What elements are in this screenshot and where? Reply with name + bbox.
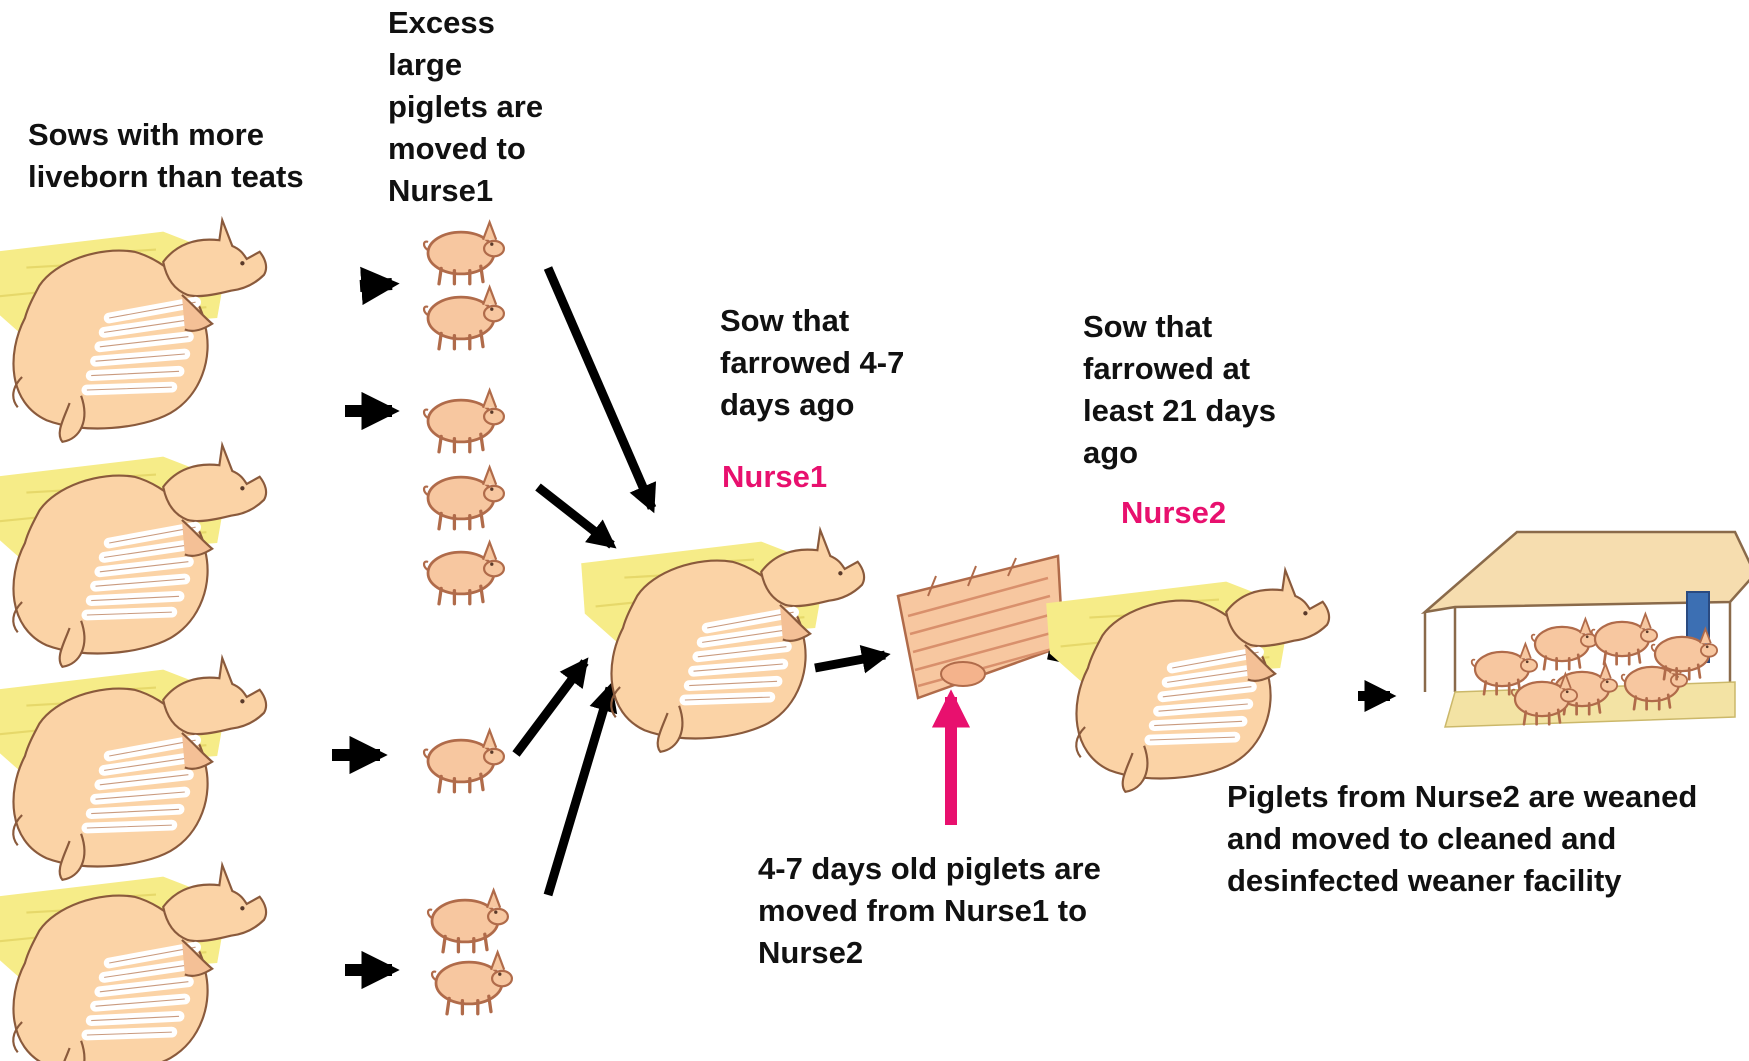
source-sow-1 (0, 220, 266, 442)
nurse2-sow (1046, 570, 1329, 792)
arrow-icon (538, 487, 612, 545)
source-sow-3 (0, 658, 266, 880)
piglet-litter (898, 556, 1063, 698)
arrow-icon (360, 284, 392, 286)
piglet-icon (424, 390, 504, 452)
label-nurse2-name: Nurse2 (1121, 492, 1226, 534)
label-nurse1-description: Sow that farrowed 4-7 days ago (720, 300, 904, 426)
label-nurse1-name: Nurse1 (722, 456, 827, 498)
piglet-icon (424, 730, 504, 792)
source-sow-4 (0, 865, 266, 1061)
excess-piglets-group-1 (424, 222, 504, 349)
piglet-icon (428, 890, 508, 952)
piglet-icon (424, 467, 504, 529)
arrow-icon (548, 268, 652, 508)
source-sow-2 (0, 445, 266, 667)
excess-piglets-group-3 (424, 730, 504, 792)
piglet-icon (432, 952, 512, 1014)
arrow-icon (516, 662, 585, 754)
label-weaning-note: Piglets from Nurse2 are weaned and moved… (1227, 776, 1697, 902)
piglet-icon (424, 222, 504, 284)
excess-piglets-group-2 (424, 390, 504, 604)
label-nurse2-description: Sow that farrowed at least 21 days ago (1083, 306, 1276, 474)
arrow-icon (548, 688, 610, 895)
label-source-sows: Sows with more liveborn than teats (28, 114, 304, 198)
excess-piglets-group-4 (428, 890, 512, 1014)
sow-to-piglet-arrows (332, 284, 392, 970)
label-excess-piglets: Excess large piglets are moved to Nurse1 (388, 2, 543, 212)
piglet-icon (1592, 614, 1657, 664)
label-transfer-note: 4-7 days old piglets are moved from Nurs… (758, 848, 1101, 974)
arrow-icon (815, 655, 885, 668)
nurse1-sow (581, 530, 864, 752)
weaner-pen (1425, 532, 1749, 727)
piglet-icon (1532, 619, 1597, 669)
piglet-icon (424, 287, 504, 349)
piglet-icon (424, 542, 504, 604)
